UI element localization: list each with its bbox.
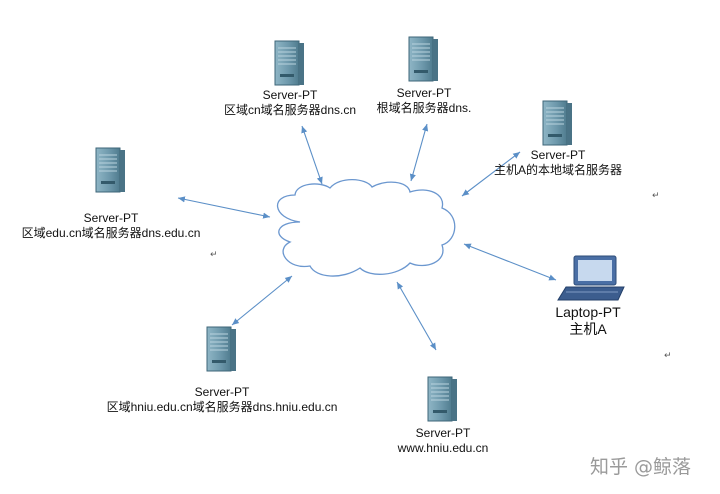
server-cn-icon xyxy=(274,40,305,86)
node-name: 区域cn域名服务器dns.cn xyxy=(223,103,357,117)
node-name: 区域edu.cn域名服务器dns.edu.cn xyxy=(21,226,201,240)
link-root xyxy=(409,123,429,182)
cloud-icon xyxy=(276,178,456,277)
node-name: 主机A的本地域名服务器 xyxy=(493,163,623,177)
laptop-icon xyxy=(557,255,625,301)
node-type: Server-PT xyxy=(530,148,586,162)
node-name: 主机A xyxy=(569,321,607,337)
server-local-icon xyxy=(542,100,573,146)
server-www-icon xyxy=(427,376,458,422)
node-name: 区域hniu.edu.cn域名服务器dns.hniu.edu.cn xyxy=(106,400,338,414)
link-local xyxy=(461,151,521,197)
paragraph-mark: ↵ xyxy=(664,350,672,360)
node-laptop-label: Laptop-PT 主机A xyxy=(555,304,620,338)
server-hniu-icon xyxy=(206,326,237,372)
node-name: 根域名服务器dns. xyxy=(376,101,472,115)
link-laptop xyxy=(463,243,557,281)
node-type: Server-PT xyxy=(194,385,250,399)
server-edu-icon xyxy=(95,147,126,193)
link-www xyxy=(396,281,437,351)
node-root-label: Server-PT 根域名服务器dns. xyxy=(377,86,472,116)
node-type: Server-PT xyxy=(262,88,318,102)
watermark: 知乎 @鲸落 xyxy=(590,456,692,478)
link-hniu xyxy=(231,275,293,326)
node-type: Server-PT xyxy=(396,86,452,100)
link-edu xyxy=(177,196,271,219)
node-type: Laptop-PT xyxy=(555,304,621,320)
node-local-label: Server-PT 主机A的本地域名服务器 xyxy=(494,148,622,178)
node-edu-label: Server-PT 区域edu.cn域名服务器dns.edu.cn xyxy=(22,211,201,241)
node-type: Server-PT xyxy=(83,211,139,225)
server-root-icon xyxy=(408,36,439,82)
paragraph-mark: ↵ xyxy=(652,190,660,200)
paragraph-mark: ↵ xyxy=(210,249,218,259)
link-cn xyxy=(301,125,323,185)
node-www-label: Server-PT www.hniu.edu.cn xyxy=(398,426,489,456)
node-type: Server-PT xyxy=(415,426,471,440)
node-cn-label: Server-PT 区域cn域名服务器dns.cn xyxy=(224,88,356,118)
node-hniu-label: Server-PT 区域hniu.edu.cn域名服务器dns.hniu.edu… xyxy=(107,385,338,415)
node-name: www.hniu.edu.cn xyxy=(397,441,489,455)
